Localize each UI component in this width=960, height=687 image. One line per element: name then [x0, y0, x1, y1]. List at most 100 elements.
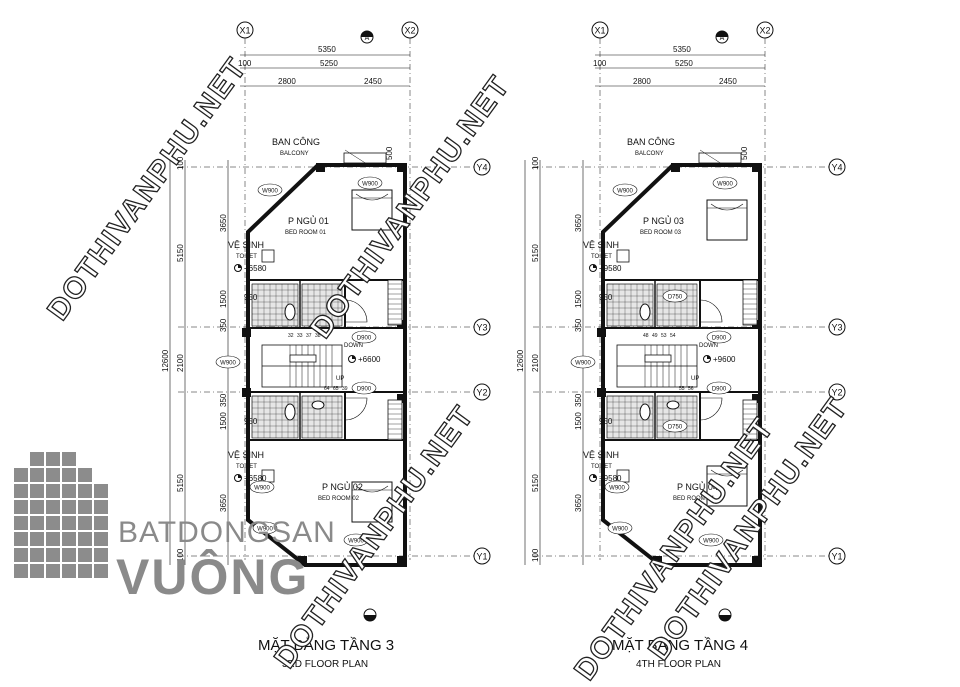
- plan-title-floor3: MẶT BẰNG TẦNG 3: [258, 637, 395, 654]
- brand-name-line2: VUÔNG: [116, 549, 310, 605]
- step-number: 64: [324, 386, 330, 392]
- column: [752, 163, 761, 172]
- window-tag: W900: [348, 539, 364, 545]
- step-number: 56: [688, 386, 694, 392]
- balcony-label-vi: BAN CÔNG: [627, 137, 675, 147]
- dim-gap-lower: 350: [219, 393, 228, 407]
- dim-bay-lower: 5150: [531, 474, 540, 492]
- dim-offset: 100: [593, 59, 607, 68]
- level-marker-fill: [707, 355, 711, 359]
- bed: [706, 199, 748, 241]
- door-swing: [699, 299, 723, 323]
- dim-wc-width: 950: [599, 417, 613, 426]
- dim-right-bay: 2450: [719, 77, 737, 86]
- dim-edge-top: 100: [176, 156, 185, 170]
- bed-pillow: [710, 469, 744, 477]
- window-tag-tag: [257, 183, 283, 197]
- window-tag: W900: [575, 361, 591, 367]
- dim-total-width: 5350: [673, 45, 691, 54]
- balcony-label-vi: BAN CÔNG: [272, 137, 320, 147]
- dim-left-bay: 2800: [633, 77, 651, 86]
- dim-edge-bottom: 100: [531, 548, 540, 562]
- dim-inner-width: 5250: [320, 59, 338, 68]
- dim-inner-width: 5250: [675, 59, 693, 68]
- section-mark-top-fill: [716, 31, 728, 37]
- toilet-fixture: [639, 403, 651, 421]
- window-tag: W900: [254, 486, 270, 492]
- level-marker-fill: [593, 474, 597, 478]
- step-number: 55: [679, 386, 685, 392]
- room-label-top-vi: P NGỦ 01: [288, 215, 329, 226]
- column: [316, 163, 325, 172]
- dim-wc-upper: 1500: [574, 290, 583, 308]
- column: [752, 394, 761, 403]
- dim-wc-width: 950: [244, 293, 258, 302]
- window-tag-tag: [607, 521, 633, 535]
- stair-down-label: DOWN: [699, 343, 718, 349]
- window-tag: W900: [257, 527, 273, 533]
- toilet-label-upper-en: TOILET: [236, 254, 257, 260]
- dim-wc-lower: 1500: [574, 412, 583, 430]
- dim-gap-upper: 350: [219, 318, 228, 332]
- step-number: 33: [297, 333, 303, 339]
- door-wc-tag: D750: [668, 425, 683, 431]
- dim-wc-upper: 1500: [219, 290, 228, 308]
- brand-name-line1: BATDONGSAN: [118, 516, 336, 549]
- level-marker-fill: [238, 474, 242, 478]
- column: [597, 328, 606, 337]
- wc-floor: [301, 283, 343, 327]
- bed: [706, 465, 748, 507]
- level-wc-lower: +6580: [244, 474, 267, 483]
- door-tag-tag: [351, 330, 377, 344]
- bed-pillow: [710, 203, 744, 211]
- room-label-top-vi: P NGỦ 03: [643, 215, 684, 226]
- plan-line: [699, 149, 726, 167]
- stair-up-label: UP: [691, 376, 699, 382]
- level-marker-fill: [238, 264, 242, 268]
- step-number: 38: [315, 333, 321, 339]
- section-mark-label: A: [720, 35, 725, 42]
- column: [397, 556, 406, 565]
- toilet-label-upper-vi: VỆ SINH: [228, 240, 264, 250]
- window-tag-tag: [249, 480, 275, 494]
- door-swing: [344, 397, 368, 421]
- level-wc-upper: +9580: [599, 264, 622, 273]
- dim-wc-width: 950: [599, 293, 613, 302]
- door-wc-tag-tag: [662, 289, 688, 303]
- dim-bay-upper: 5150: [176, 244, 185, 262]
- wardrobe: [742, 399, 758, 441]
- bed: [351, 481, 393, 523]
- toilet-label-upper-vi: VỆ SINH: [583, 240, 619, 250]
- dim-edge-top: 100: [531, 156, 540, 170]
- window-tag-tag: [604, 480, 630, 494]
- room-label-bottom-en: BED ROOM 04: [673, 496, 715, 502]
- column: [397, 163, 406, 172]
- grid-y2: Y2: [831, 388, 842, 398]
- dim-bay-middle: 2100: [176, 354, 185, 372]
- grid-y1: Y1: [831, 552, 842, 562]
- door-tag: D900: [712, 336, 727, 342]
- door-tag: D900: [712, 387, 727, 393]
- column: [597, 388, 606, 397]
- dim-balcony: 500: [385, 146, 394, 160]
- level-marker-fill: [352, 355, 356, 359]
- dim-left-bay: 2800: [278, 77, 296, 86]
- window-tag-tag: [357, 176, 383, 190]
- dim-right-bay: 2450: [364, 77, 382, 86]
- sink-fixture: [311, 400, 325, 410]
- room-label-bottom-vi: P NGỦ 02: [322, 481, 363, 492]
- door-swing: [344, 299, 368, 323]
- grid-x2: X2: [404, 26, 415, 36]
- section-mark-top-fill: [361, 31, 373, 37]
- grid-x2: X2: [759, 26, 770, 36]
- grid-x1: X1: [594, 26, 605, 36]
- window-tag: W900: [617, 189, 633, 195]
- level-stair: +9600: [713, 355, 736, 364]
- room-label-top-en: BED ROOM 03: [640, 230, 682, 236]
- dim-bed-upper: 3650: [574, 214, 583, 232]
- toilet-label-lower-en: TOILET: [236, 464, 257, 470]
- room-label-top-en: BED ROOM 01: [285, 230, 327, 236]
- plan-line: [344, 149, 371, 167]
